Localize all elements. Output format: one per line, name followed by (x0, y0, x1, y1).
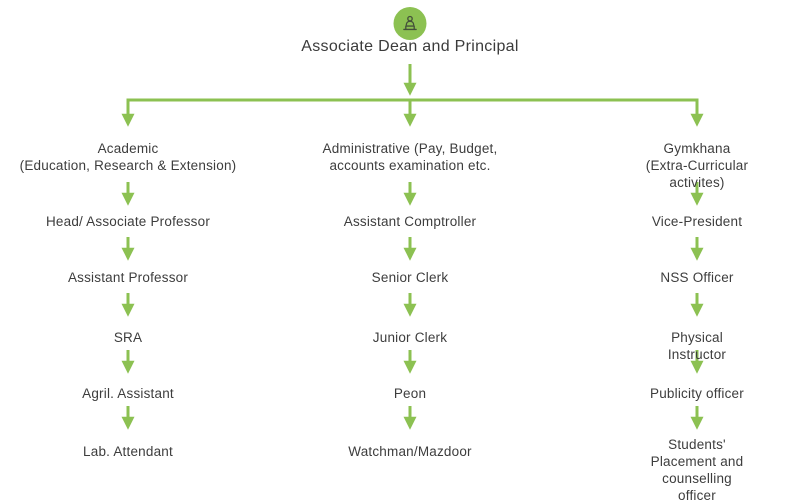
node-vice-president: Vice-President (651, 214, 743, 229)
node-senior-clerk: Senior Clerk (371, 270, 449, 285)
node-assistant-comptroller: Assistant Comptroller (343, 214, 477, 229)
node-administrative: Administrative (Pay, Budget, accounts ex… (322, 141, 498, 173)
dean-at-podium-icon (393, 7, 427, 40)
node-lab-attendant: Lab. Attendant (83, 444, 173, 459)
page-title: Associate Dean and Principal (301, 38, 519, 55)
node-peon: Peon (393, 386, 427, 401)
node-assistant-professor: Assistant Professor (67, 270, 189, 285)
node-gymkhana: Gymkhana (Extra-Curricular activites) (645, 141, 749, 190)
node-watchman-mazdoor: Watchman/Mazdoor (348, 444, 472, 459)
node-agril-assistant: Agril. Assistant (82, 386, 174, 401)
node-head-associate-professor: Head/ Associate Professor (45, 214, 211, 229)
node-students-placement: Students' Placement and counselling offi… (650, 437, 744, 500)
node-physical-instructor: Physical Instructor (667, 330, 727, 362)
node-nss-officer: NSS Officer (660, 270, 734, 285)
node-publicity-officer: Publicity officer (650, 386, 744, 401)
node-junior-clerk: Junior Clerk (372, 330, 448, 345)
node-academic: Academic (Education, Research & Extensio… (19, 141, 237, 173)
node-sra: SRA (113, 330, 143, 345)
